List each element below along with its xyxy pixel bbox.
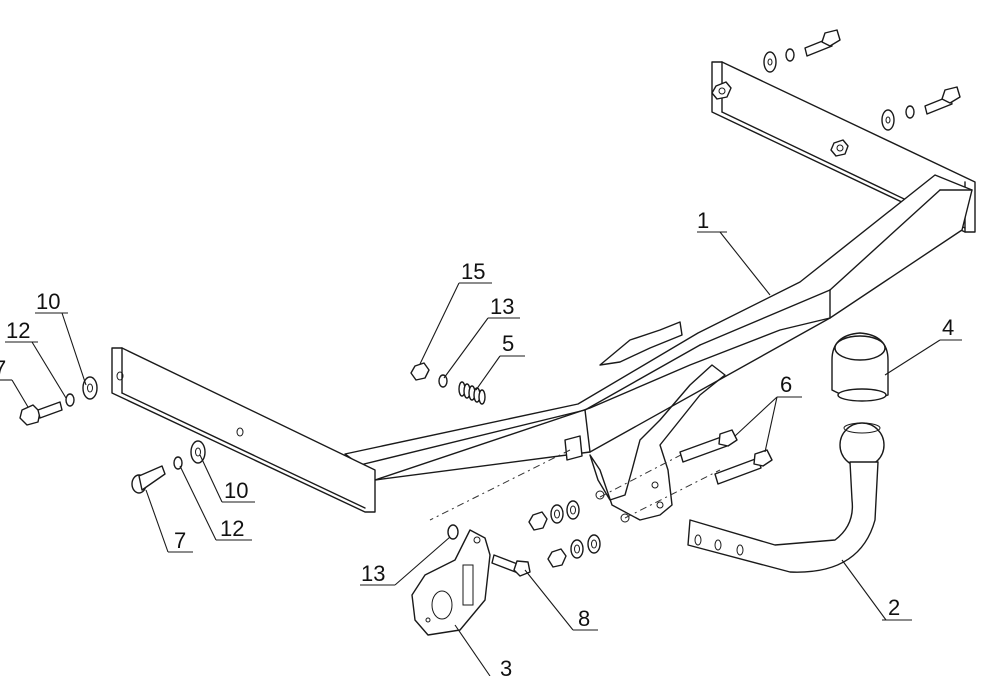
callout-8: 8 — [578, 606, 590, 631]
callout-12-upper: 12 — [6, 318, 30, 343]
callout-4: 4 — [942, 315, 954, 340]
assembly-line — [429, 449, 571, 521]
callout-labels: 1 2 3 4 5 6 7 7 8 10 10 12 12 13 13 15 — [0, 208, 954, 676]
socket-plate — [411, 524, 491, 636]
main-crossbar — [344, 174, 973, 481]
callout-2: 2 — [888, 595, 900, 620]
callout-12-lower: 12 — [220, 516, 244, 541]
left-lower-bolt-stack — [131, 440, 206, 494]
callout-7-lower: 7 — [174, 528, 186, 553]
callout-5: 5 — [502, 331, 514, 356]
callout-13-upper: 13 — [490, 294, 514, 319]
top-right-bolts — [763, 29, 961, 131]
right-mounting-plate — [711, 61, 976, 233]
callout-15: 15 — [461, 259, 485, 284]
center-bracket — [564, 321, 726, 523]
callout-3: 3 — [500, 656, 512, 676]
bolt-8 — [491, 554, 531, 577]
bracket-fasteners — [528, 444, 721, 568]
left-mounting-plate — [111, 347, 376, 513]
callout-13-lower: 13 — [361, 561, 385, 586]
tow-ball-neck — [687, 422, 885, 573]
leader-lines — [0, 231, 962, 676]
callout-10-lower: 10 — [224, 478, 248, 503]
callout-7-upper: 7 — [0, 356, 6, 381]
center-bolt-stack — [410, 362, 486, 405]
callout-10-upper: 10 — [36, 289, 60, 314]
ball-cover — [831, 332, 889, 402]
bolts-6 — [679, 429, 773, 485]
callout-6: 6 — [780, 372, 792, 397]
callout-1: 1 — [697, 208, 709, 233]
left-upper-bolt-stack — [19, 376, 98, 426]
